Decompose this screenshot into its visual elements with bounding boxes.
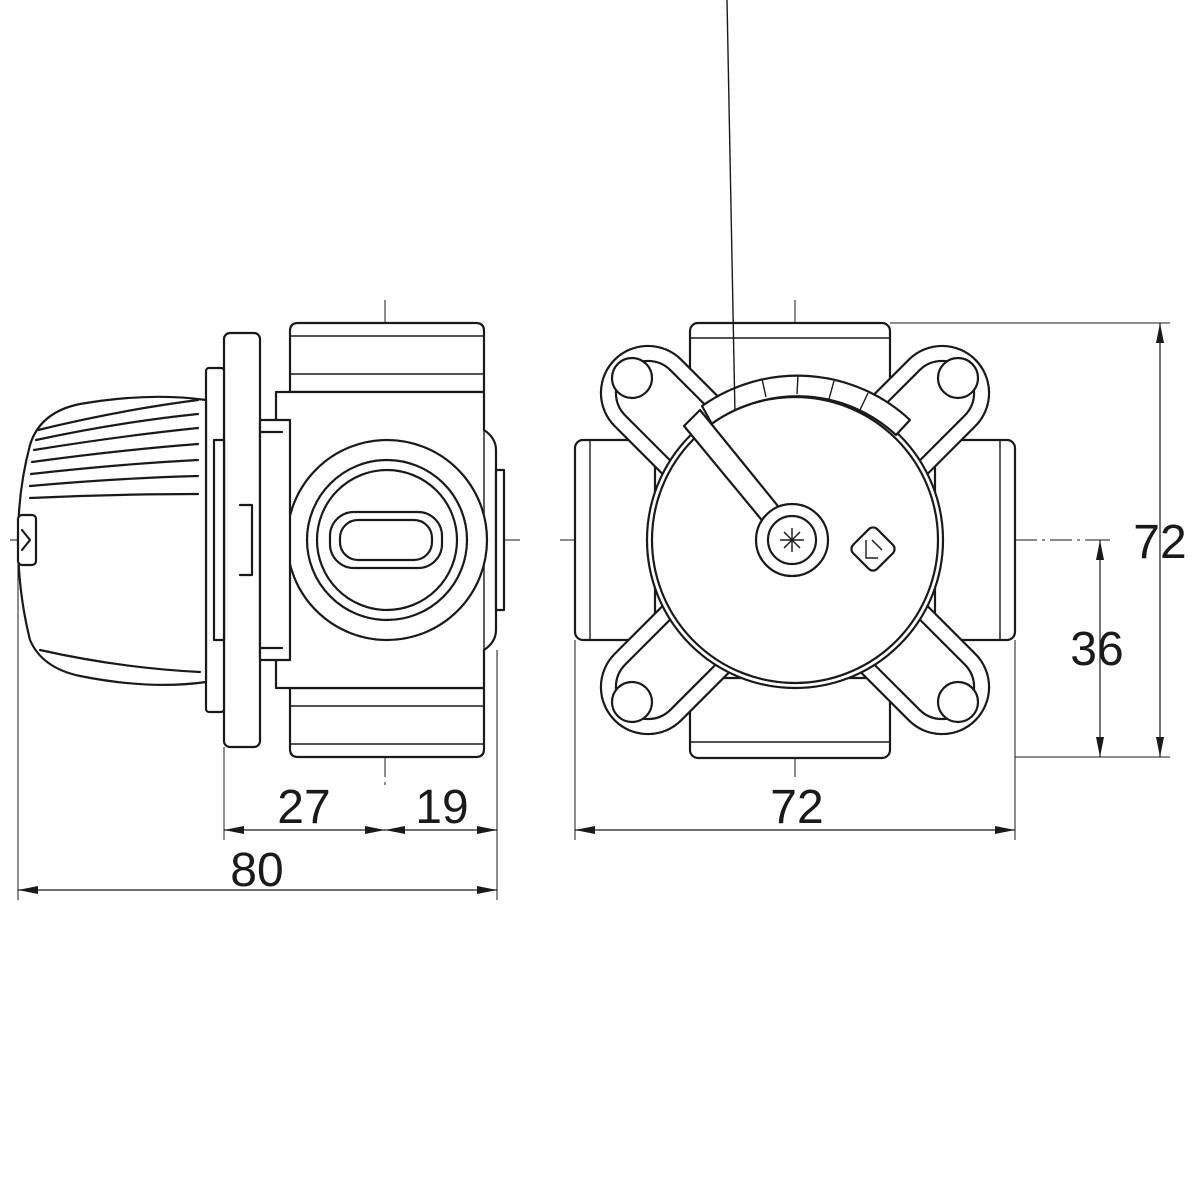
- dimension-arrow-72h-right: [995, 826, 1015, 834]
- mounting-flange: [204, 331, 292, 749]
- dimension-arrow-80-right: [477, 886, 497, 894]
- dimension-arrow-27-left: [224, 826, 244, 834]
- dimension-arrow-19-left: [385, 826, 405, 834]
- front-port-bottom: [688, 676, 892, 760]
- front-port-circle: [285, 438, 489, 642]
- bottom-port: [288, 686, 486, 759]
- dimension-arrow-36-top: [1096, 540, 1104, 560]
- top-port: [288, 321, 486, 394]
- dimension-arrow-80-left: [18, 886, 38, 894]
- dimension-label-72-vertical: 72: [1133, 516, 1186, 569]
- mounting-hole-bottom-right: [936, 680, 980, 724]
- dimension-arrow-72h-left: [575, 826, 595, 834]
- dimension-arrow-72v-bottom: [1156, 737, 1164, 757]
- actuator-knob: [16, 395, 208, 686]
- dimension-label-36: 36: [1070, 623, 1123, 676]
- front-port-left: [573, 438, 657, 642]
- logo-diamond-icon: [850, 526, 896, 572]
- snowflake-icon: [780, 528, 804, 552]
- dimension-arrow-72v-top: [1156, 323, 1164, 343]
- dimension-arrow-36-bottom: [1096, 737, 1104, 757]
- front-port-right: [933, 438, 1017, 642]
- mounting-hole-bottom-left: [610, 680, 654, 724]
- mounting-hole-top-right: [936, 356, 980, 400]
- dimension-label-27: 27: [277, 781, 330, 834]
- side-view: 27 19 80: [10, 300, 520, 900]
- dimension-label-80: 80: [230, 844, 283, 897]
- dimension-arrow-19-right: [477, 826, 497, 834]
- front-view: 72 72 36: [560, 0, 1187, 840]
- mounting-hole-top-left: [610, 356, 654, 400]
- dimension-arrow-27-right: [365, 826, 385, 834]
- dimension-label-19: 19: [415, 781, 468, 834]
- dimension-label-72-horizontal: 72: [770, 781, 823, 834]
